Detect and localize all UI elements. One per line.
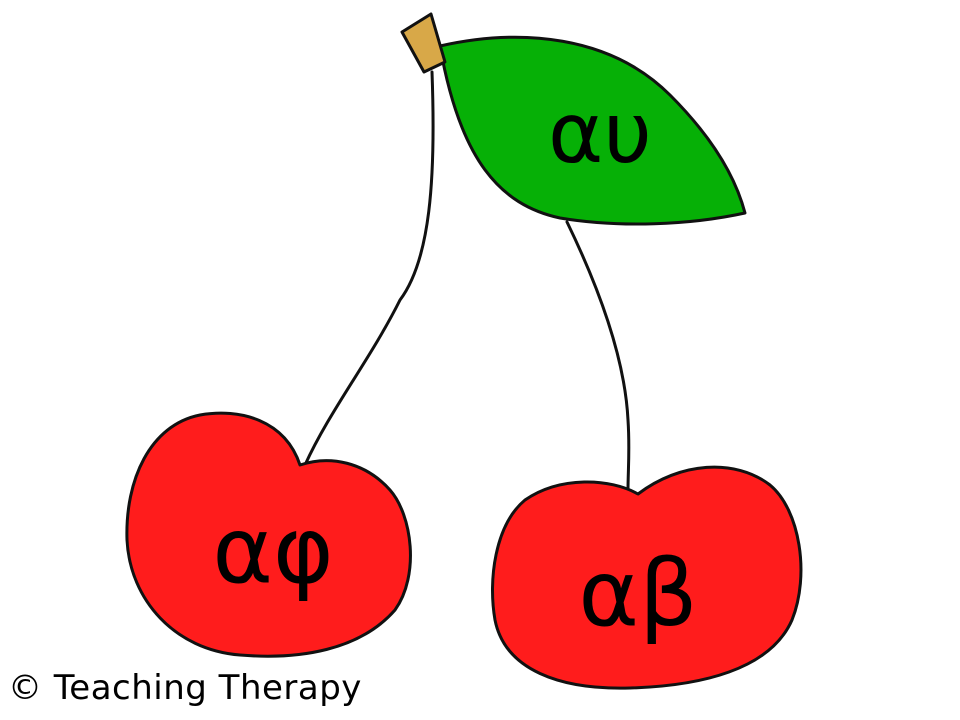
right-cherry <box>491 465 803 690</box>
copyright-credit: © Teaching Therapy <box>8 668 362 708</box>
left-cherry <box>125 411 412 658</box>
leaf <box>438 35 747 226</box>
left-cherry-label: αφ <box>212 497 333 604</box>
right-stem <box>565 220 631 492</box>
leaf-label: αυ <box>548 84 652 182</box>
stem-tip <box>400 12 447 74</box>
right-cherry-label: αβ <box>578 540 697 647</box>
left-stem <box>303 70 435 467</box>
